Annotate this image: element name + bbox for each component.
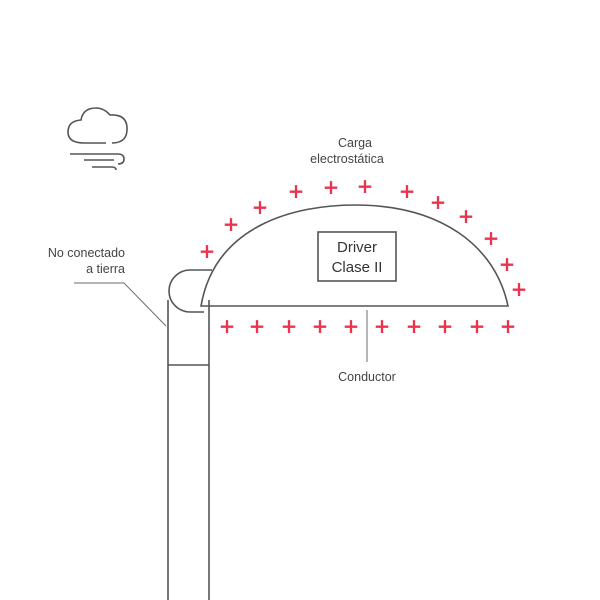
cloud-wind-icon	[67, 107, 128, 171]
charge-plus-15: +	[281, 314, 298, 338]
charge-plus-8: +	[430, 190, 447, 214]
charge-plus-9: +	[458, 204, 475, 228]
electrostatic-charges: ++++++++++++++++++++++	[199, 174, 528, 338]
charge-plus-14: +	[249, 314, 266, 338]
not-grounded-leader-line	[74, 282, 167, 327]
charge-plus-16: +	[312, 314, 329, 338]
charge-plus-2: +	[223, 212, 240, 236]
charge-plus-11: +	[499, 252, 516, 276]
lamp-post	[167, 300, 210, 600]
lamp-bracket	[168, 269, 212, 313]
charge-plus-6: +	[357, 174, 374, 198]
charge-plus-17: +	[343, 314, 360, 338]
charge-plus-1: +	[199, 239, 216, 263]
charge-plus-5: +	[323, 175, 340, 199]
not-grounded-label-line2: a tierra	[86, 262, 125, 276]
charge-plus-20: +	[437, 314, 454, 338]
luminaire-head	[200, 204, 509, 307]
charge-plus-10: +	[483, 226, 500, 250]
charge-label-line2: electrostática	[310, 152, 384, 166]
driver-box: Driver Clase II	[317, 231, 397, 282]
charge-plus-18: +	[374, 314, 391, 338]
charge-label-line1: Carga	[338, 136, 372, 150]
charge-plus-13: +	[219, 314, 236, 338]
driver-label-line2: Clase II	[332, 259, 383, 276]
charge-plus-12: +	[511, 277, 528, 301]
charge-plus-3: +	[252, 195, 269, 219]
not-grounded-label-line1: No conectado	[48, 246, 125, 260]
charge-plus-22: +	[500, 314, 517, 338]
conductor-label: Conductor	[338, 370, 396, 384]
charge-plus-19: +	[406, 314, 423, 338]
charge-plus-4: +	[288, 179, 305, 203]
charge-plus-7: +	[399, 179, 416, 203]
driver-label-line1: Driver	[337, 239, 377, 256]
charge-plus-21: +	[469, 314, 486, 338]
